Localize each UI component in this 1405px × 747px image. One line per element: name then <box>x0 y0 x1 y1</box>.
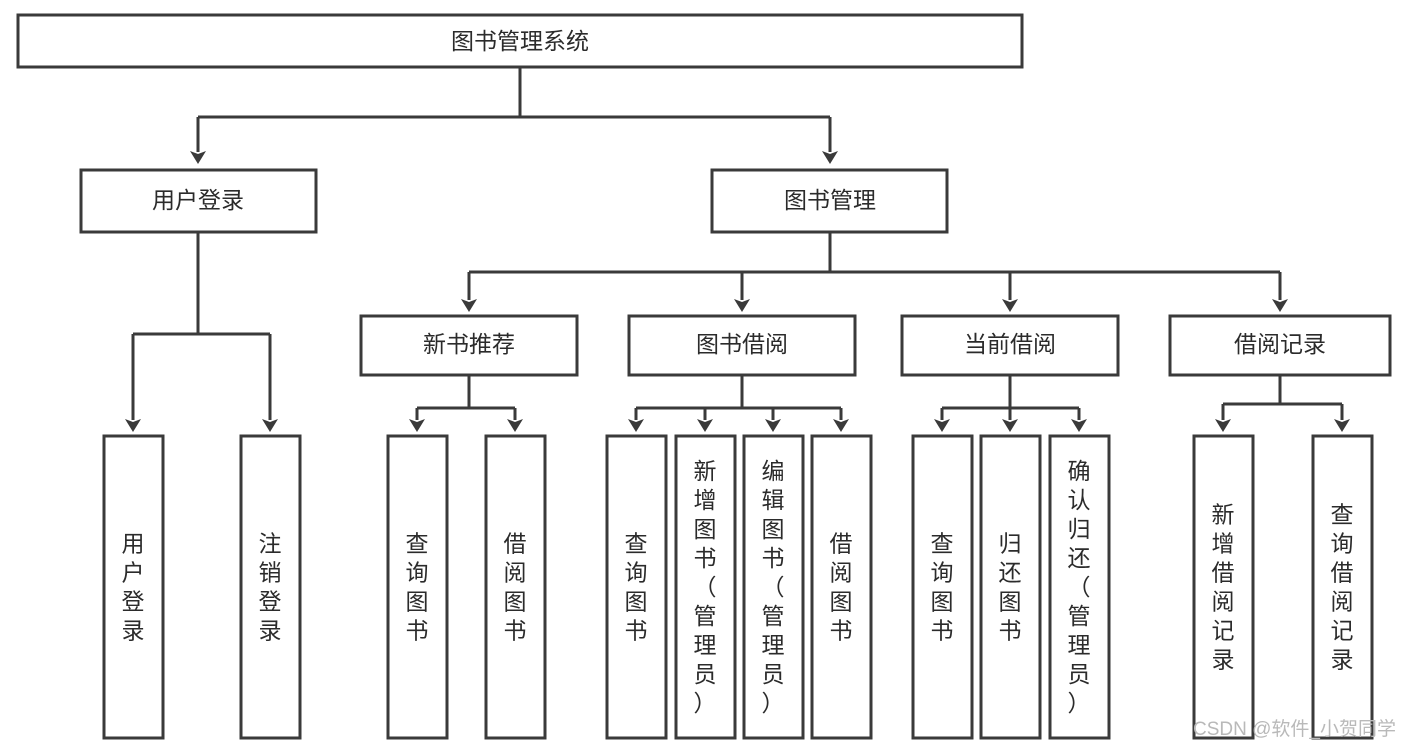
leaf-borrow-3-box[interactable] <box>810 434 873 740</box>
node-current-borrow[interactable]: 当前借阅 <box>900 314 1120 377</box>
leaf-current-2-box[interactable] <box>1048 434 1111 740</box>
leaf-borrow-3-label: 借阅图书 <box>830 531 853 644</box>
leaf-user-login-0[interactable]: 用户登录 <box>102 434 165 740</box>
leaf-new-books-0-label: 查询图书 <box>406 531 429 644</box>
node-borrow-box[interactable] <box>627 314 857 377</box>
connector-group-user-login <box>125 232 278 432</box>
leaf-new-books-1-box[interactable] <box>484 434 547 740</box>
leaf-current-1-box[interactable] <box>979 434 1042 740</box>
leaf-current-1-label: 归还图书 <box>999 531 1022 644</box>
connector-group-book-manage <box>461 232 1288 312</box>
leaf-records-1-box[interactable] <box>1311 434 1374 740</box>
leaf-new-books-1[interactable]: 借阅图书 <box>484 434 547 740</box>
node-borrow[interactable]: 图书借阅 <box>627 314 857 377</box>
leaf-borrow-1-box[interactable] <box>674 434 737 740</box>
leaf-borrow-0[interactable]: 查询图书 <box>605 434 668 740</box>
leaf-user-login-1-label: 注销登录 <box>259 531 282 644</box>
leaf-records-0-label: 新增借阅记录 <box>1212 502 1235 673</box>
node-new-books-box[interactable] <box>359 314 579 377</box>
leaf-user-login-1[interactable]: 注销登录 <box>239 434 302 740</box>
leaf-new-books-0-box[interactable] <box>386 434 449 740</box>
node-user-login-box[interactable] <box>79 168 318 234</box>
leaf-current-2-label: 确认归还（管理员） <box>1068 458 1091 716</box>
connector-group-borrow <box>628 375 849 432</box>
leaf-borrow-2[interactable]: 编辑图书（管理员） <box>742 434 805 740</box>
connector-group-root <box>190 67 838 164</box>
node-borrow-records[interactable]: 借阅记录 <box>1168 314 1392 377</box>
leaf-current-0-box[interactable] <box>911 434 974 740</box>
node-borrow-label: 图书借阅 <box>696 331 788 357</box>
leaf-borrow-1[interactable]: 新增图书（管理员） <box>674 434 737 740</box>
node-book-manage-box[interactable] <box>710 168 949 234</box>
node-borrow-records-box[interactable] <box>1168 314 1392 377</box>
leaf-records-0-box[interactable] <box>1192 434 1255 740</box>
connector-group-records <box>1215 375 1350 432</box>
node-new-books[interactable]: 新书推荐 <box>359 314 579 377</box>
leaf-current-1[interactable]: 归还图书 <box>979 434 1042 740</box>
csdn-watermark: CSDN @软件_小贺同学 <box>1193 718 1396 740</box>
leaf-borrow-1-label: 新增图书（管理员） <box>694 458 717 716</box>
connector-group-current <box>934 375 1087 432</box>
leaf-records-0[interactable]: 新增借阅记录 <box>1192 434 1255 740</box>
node-current-borrow-box[interactable] <box>900 314 1120 377</box>
leaf-borrow-0-label: 查询图书 <box>625 531 648 644</box>
node-user-login-label: 用户登录 <box>152 187 244 213</box>
node-root-box[interactable] <box>16 13 1024 69</box>
leaf-records-1[interactable]: 查询借阅记录 <box>1311 434 1374 740</box>
connector-group-new-books <box>409 375 523 432</box>
node-book-manage[interactable]: 图书管理 <box>710 168 949 234</box>
leaf-current-0-label: 查询图书 <box>931 531 954 644</box>
leaf-user-login-0-box[interactable] <box>102 434 165 740</box>
leaf-user-login-1-box[interactable] <box>239 434 302 740</box>
leaf-user-login-0-label: 用户登录 <box>122 531 145 644</box>
node-root-label: 图书管理系统 <box>451 28 589 54</box>
node-borrow-records-label: 借阅记录 <box>1234 331 1326 357</box>
leaf-borrow-2-box[interactable] <box>742 434 805 740</box>
leaf-borrow-2-label: 编辑图书（管理员） <box>762 458 785 716</box>
leaf-borrow-3[interactable]: 借阅图书 <box>810 434 873 740</box>
leaf-borrow-0-box[interactable] <box>605 434 668 740</box>
node-user-login[interactable]: 用户登录 <box>79 168 318 234</box>
node-current-borrow-label: 当前借阅 <box>964 331 1056 357</box>
leaf-new-books-1-label: 借阅图书 <box>504 531 527 644</box>
leaf-current-2[interactable]: 确认归还（管理员） <box>1048 434 1111 740</box>
leaf-current-0[interactable]: 查询图书 <box>911 434 974 740</box>
node-new-books-label: 新书推荐 <box>423 331 515 357</box>
leaf-records-1-label: 查询借阅记录 <box>1331 502 1354 673</box>
node-book-manage-label: 图书管理 <box>784 187 876 213</box>
leaf-new-books-0[interactable]: 查询图书 <box>386 434 449 740</box>
node-root[interactable]: 图书管理系统 <box>16 13 1024 69</box>
